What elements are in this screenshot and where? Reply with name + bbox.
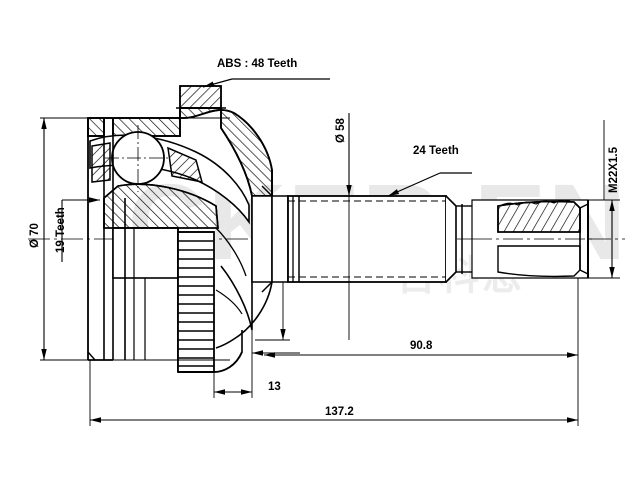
dimension-90-8 (255, 278, 579, 362)
label-shaft-diameter: Ø 58 (335, 118, 347, 143)
leader-abs-teeth (202, 78, 330, 88)
main-shaft (287, 195, 472, 283)
dimension-137-2 (89, 360, 579, 426)
dimension-thread-spec (588, 120, 620, 279)
outer-bell-housing (87, 107, 273, 197)
label-shaft-teeth: 24 Teeth (413, 145, 459, 157)
lower-bell-profile (213, 195, 273, 373)
spline-teeth-stack (177, 231, 215, 373)
leader-shaft-teeth (387, 172, 472, 197)
threaded-end (471, 199, 596, 279)
inner-race-assembly (89, 125, 250, 229)
bell-skirt-walls (87, 118, 179, 372)
label-outer-diameter: Ø 70 (29, 223, 41, 248)
dimension-inner-teeth-leader (61, 197, 100, 262)
label-dimension-137-2: 137.2 (325, 406, 354, 418)
dimension-outer-diameter (40, 117, 230, 361)
drawing-geometry (28, 78, 625, 426)
abs-ring (176, 85, 226, 109)
label-thread-spec: M22X1.5 (608, 146, 620, 193)
label-dimension-90-8: 90.8 (410, 340, 433, 352)
label-dimension-13: 13 (268, 381, 281, 393)
label-inner-teeth: 19 Teeth (55, 207, 67, 253)
bell-shaft-transition (251, 185, 289, 293)
label-abs-teeth: ABS : 48 Teeth (217, 58, 298, 70)
